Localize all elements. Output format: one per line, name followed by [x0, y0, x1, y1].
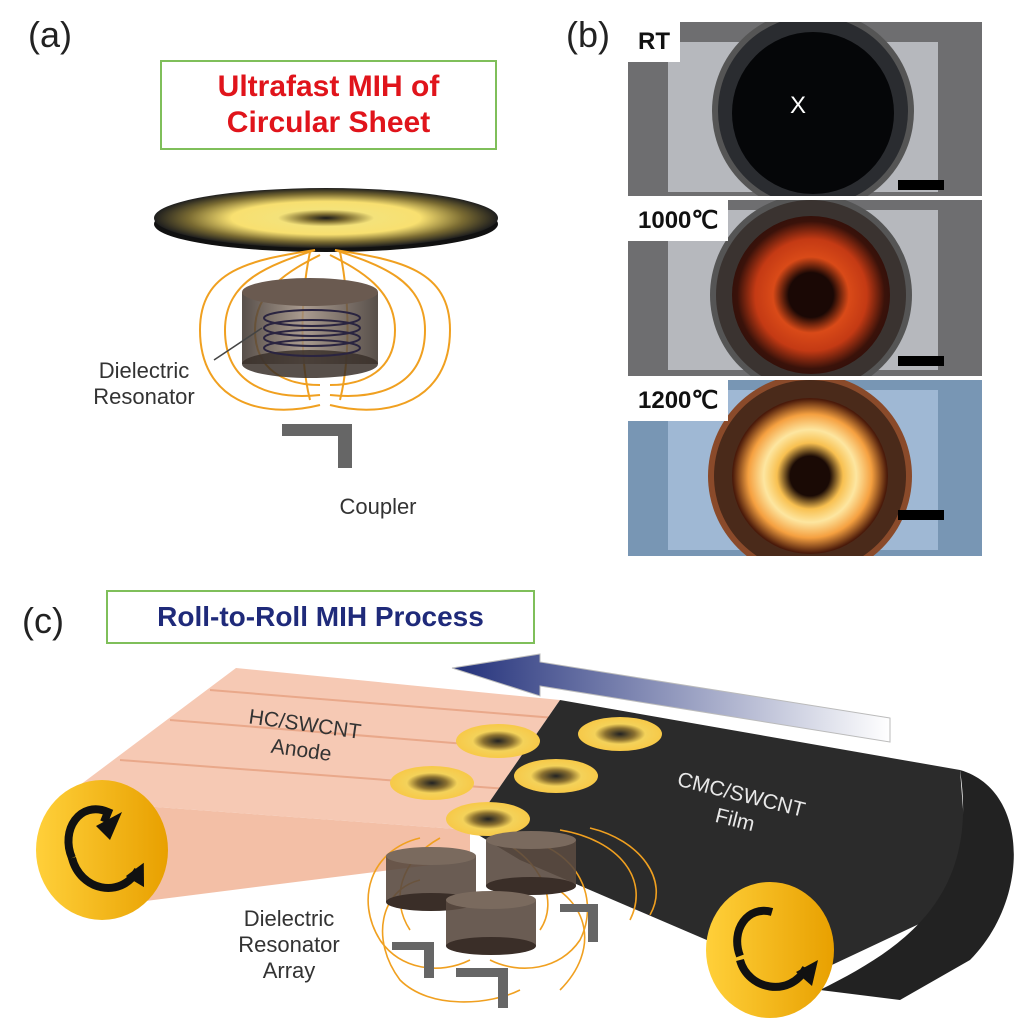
photo-1200: 1200℃: [628, 380, 982, 556]
resonator-array: [386, 831, 576, 955]
marker-x: X: [790, 92, 807, 119]
sample-disc-glow: [732, 216, 890, 374]
heated-spots: [390, 717, 662, 836]
sample-disc-glow: [732, 398, 888, 554]
dielectric-resonator: [242, 278, 378, 378]
temp-tag-1000: 1000℃: [628, 200, 729, 241]
coupler-array: [392, 904, 598, 1008]
array-label-line1: Dielectric: [243, 906, 335, 931]
heated-disc: [154, 188, 498, 252]
resonator-label: Dielectric Resonator: [74, 358, 214, 410]
panel-b-label: (b): [566, 14, 610, 55]
panel-a-title: Ultrafast MIH of Circular Sheet: [160, 60, 497, 150]
sample-disc: [732, 32, 894, 194]
temp-tag-1200: 1200℃: [628, 380, 729, 421]
panel-c-label: (c): [22, 600, 64, 641]
coupler: [282, 424, 352, 468]
panel-a-label: (a): [28, 14, 72, 55]
resonator-label-line1: Dielectric: [98, 358, 190, 383]
photo-1000: 1000℃: [628, 200, 982, 376]
temp-tag-rt: RT: [628, 22, 680, 62]
direction-arrow: [451, 653, 891, 743]
right-roller: [706, 882, 834, 1018]
scale-bar: [898, 510, 944, 520]
resonator-label-line2: Resonator: [93, 384, 195, 409]
scale-bar: [898, 180, 944, 190]
array-label: Dielectric Resonator Array: [224, 906, 354, 984]
field-lines-c: [367, 827, 657, 1003]
scale-bar: [898, 356, 944, 366]
panel-c-title: Roll-to-Roll MIH Process: [106, 590, 535, 644]
left-roller: [36, 780, 168, 920]
coupler-label: Coupler: [339, 494, 417, 519]
array-label-line3: Array: [262, 958, 316, 983]
array-label-line2: Resonator: [238, 932, 340, 957]
photo-rt: X RT: [628, 22, 982, 196]
